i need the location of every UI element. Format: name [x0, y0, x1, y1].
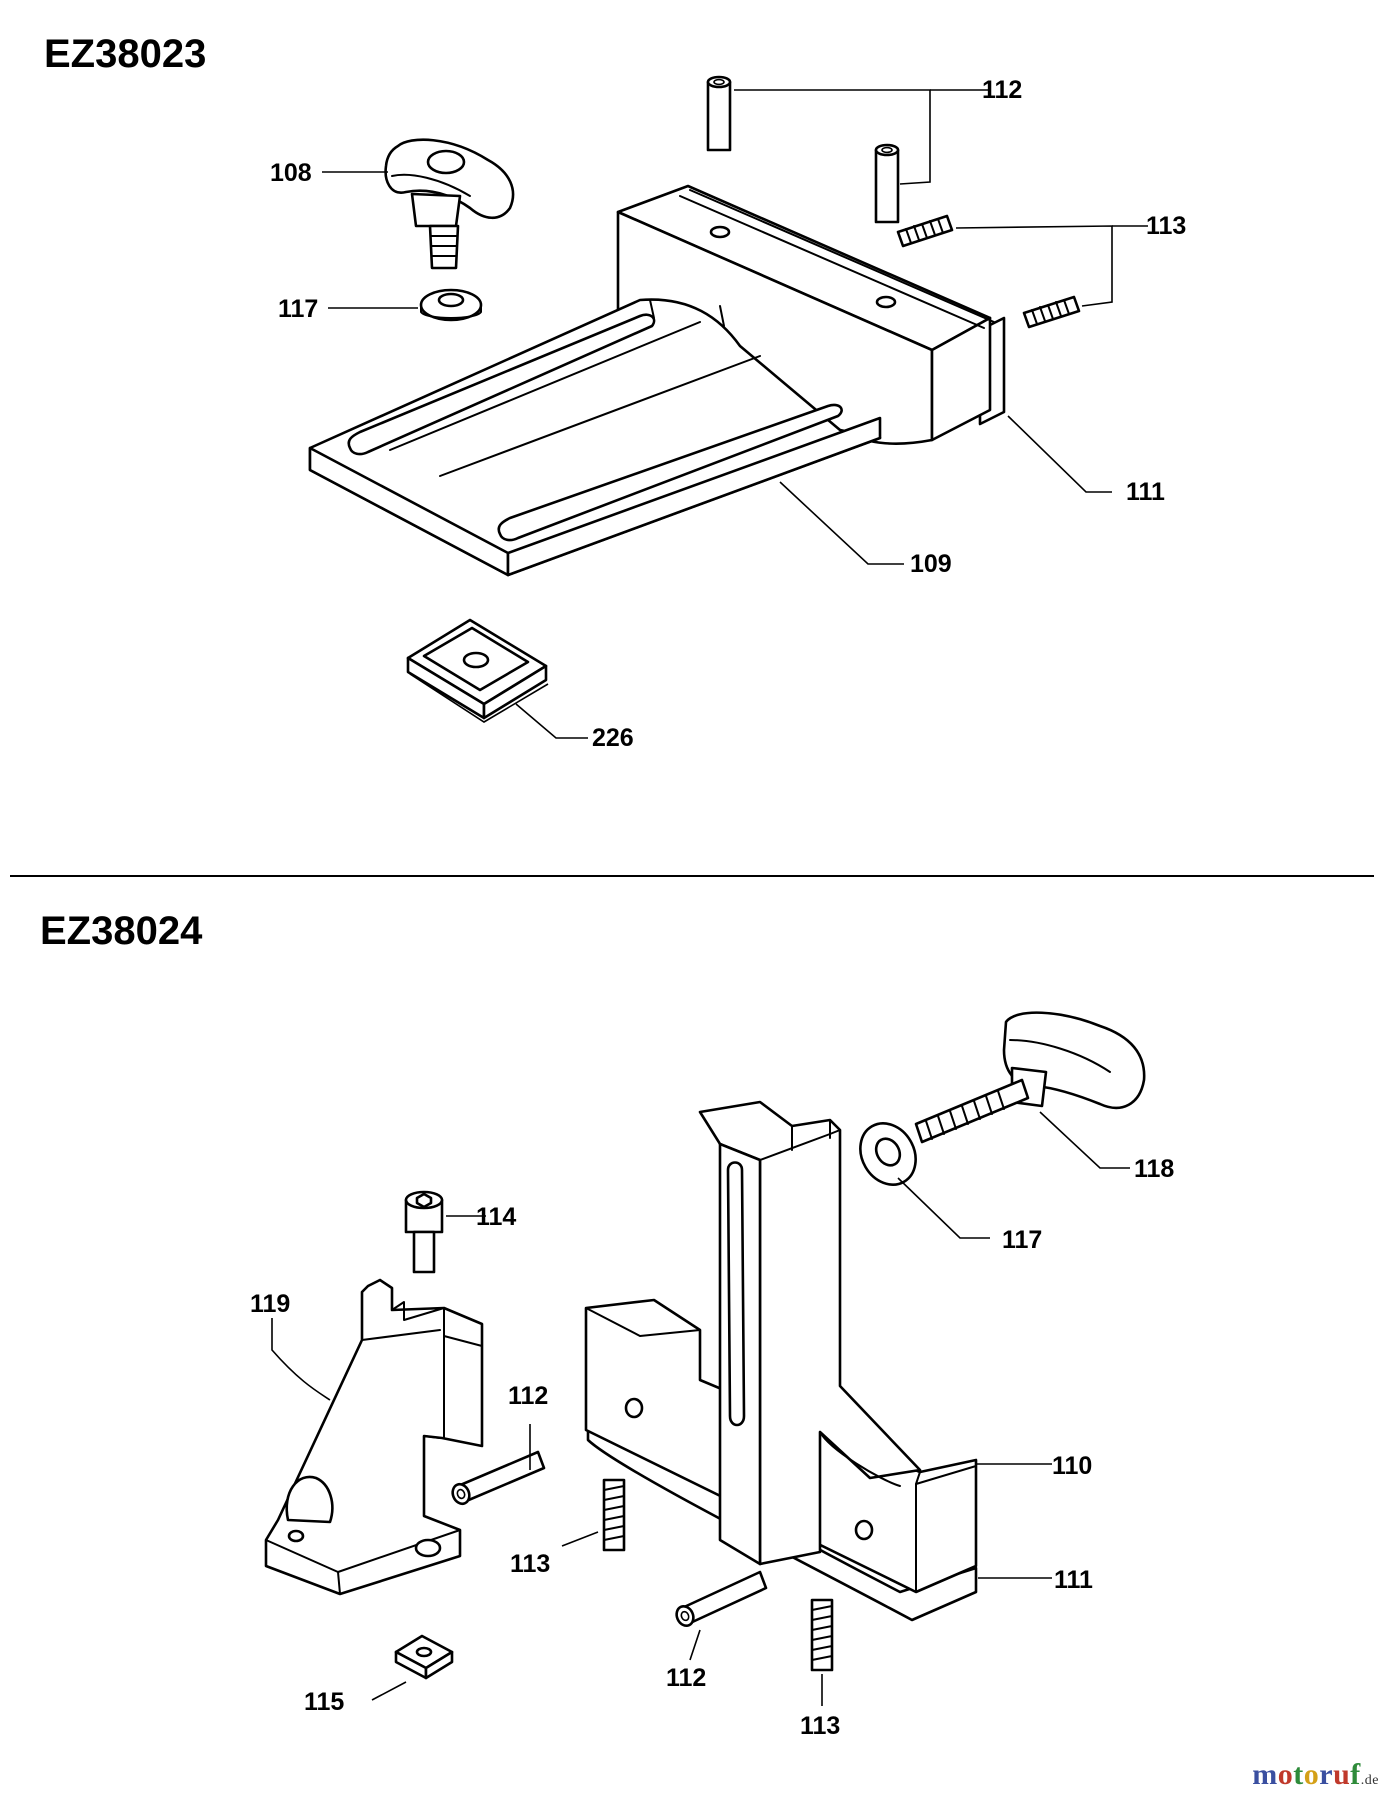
callout-111-b: 111: [1054, 1566, 1093, 1594]
callout-113-c: 113: [800, 1712, 840, 1740]
section-ez38023: EZ38023: [44, 32, 1186, 752]
part-t-fence: [584, 1100, 978, 1622]
part-spring-pin-upper: [451, 1450, 546, 1506]
callout-110: 110: [1052, 1452, 1092, 1480]
watermark-logo: motoruf.de: [1252, 1758, 1379, 1792]
part-t-nut: [406, 618, 549, 723]
part-set-screw-upper: [896, 214, 954, 248]
part-set-screw-left: [602, 1478, 626, 1552]
callout-114: 114: [476, 1203, 516, 1231]
callout-117-b: 117: [1002, 1226, 1042, 1254]
part-washer-2: [859, 1122, 917, 1186]
callout-111-a: 111: [1126, 478, 1165, 506]
part-cap-screw: [404, 1190, 444, 1274]
watermark-tld: .de: [1360, 1773, 1379, 1788]
part-set-screw-lower: [1022, 295, 1081, 329]
callout-119: 119: [250, 1290, 290, 1318]
part-set-screw-right: [810, 1598, 834, 1672]
section-title-ez38024: EZ38024: [40, 909, 203, 953]
part-small-t-nut: [394, 1634, 454, 1680]
callout-117-a: 117: [278, 295, 318, 323]
part-washer: [419, 288, 483, 322]
part-clamping-knob: [384, 138, 515, 270]
section-ez38024: EZ38024: [40, 909, 1174, 1740]
leaders-ez38023: [322, 89, 1148, 739]
callout-112-b: 112: [508, 1382, 548, 1410]
callout-113-b: 113: [510, 1550, 550, 1578]
part-spring-pin-lower: [675, 1570, 768, 1627]
callout-118: 118: [1134, 1155, 1174, 1183]
section-title-ez38023: EZ38023: [44, 32, 206, 76]
watermark-brand: motoruf: [1252, 1758, 1361, 1791]
part-pin-top-left: [706, 75, 732, 152]
callout-109: 109: [910, 550, 952, 578]
part-clamping-knob-long: [914, 1011, 1146, 1144]
callout-113-a: 113: [1146, 212, 1186, 240]
part-fence-base: [308, 184, 995, 577]
callout-226: 226: [592, 724, 634, 752]
callout-112-a: 112: [982, 76, 1022, 104]
leaders-ez38024: [271, 1111, 1130, 1706]
callout-115: 115: [304, 1688, 344, 1716]
callout-108: 108: [270, 159, 312, 187]
callout-112-c: 112: [666, 1664, 706, 1692]
part-angle-bracket: [264, 1278, 484, 1596]
part-pin-top-right: [874, 143, 900, 224]
